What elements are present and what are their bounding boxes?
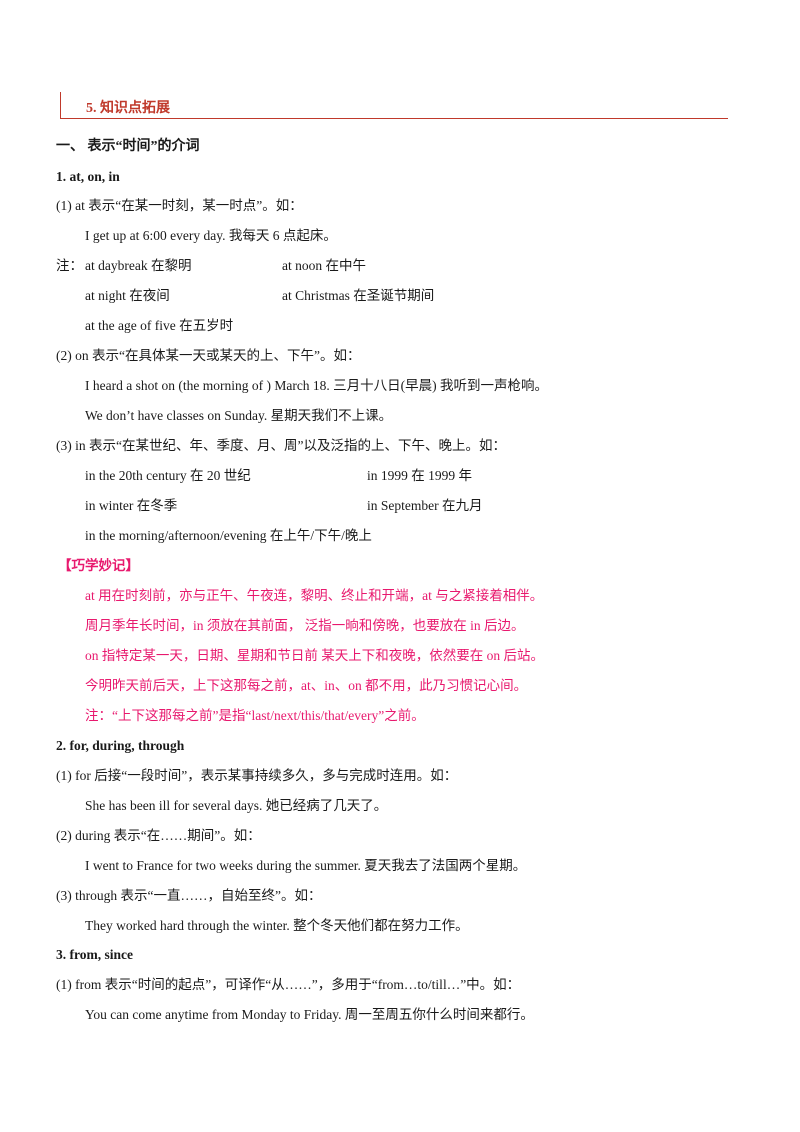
section-title: 一、 表示“时间”的介词	[56, 139, 200, 154]
example-for: She has been ill for several days. 她已经病了…	[85, 798, 388, 813]
example-at: I get up at 6:00 every day. 我每天 6 点起床。	[85, 228, 337, 243]
heading-at-on-in: 1. at, on, in	[56, 169, 120, 184]
example-on-1: I heard a shot on (the morning of ) Marc…	[85, 378, 549, 393]
example-in-year: in 1999 在 1999 年	[367, 468, 473, 483]
header-accent-bar	[60, 92, 61, 118]
note-label: 注：	[56, 258, 83, 273]
rule-at: (1) at 表示“在某一时刻，某一时点”。如：	[56, 198, 303, 213]
example-in-winter: in winter 在冬季	[85, 498, 178, 513]
note-christmas: at Christmas 在圣诞节期间	[282, 288, 435, 303]
tip-line-2: 周月季年长时间，in 须放在其前面， 泛指一晌和傍晚，也要放在 in 后边。	[85, 618, 525, 633]
example-in-morning: in the morning/afternoon/evening 在上午/下午/…	[85, 528, 372, 543]
heading-for-during-through: 2. for, during, through	[56, 738, 185, 753]
header-rule	[60, 118, 728, 119]
example-in-september: in September 在九月	[367, 498, 483, 513]
example-during: I went to France for two weeks during th…	[85, 858, 527, 873]
note-age: at the age of five 在五岁时	[85, 318, 234, 333]
section-header-title: 5. 知识点拓展	[86, 101, 170, 116]
tip-line-1: at 用在时刻前，亦与正午、午夜连，黎明、终止和开端，at 与之紧接着相伴。	[85, 588, 544, 603]
rule-for: (1) for 后接“一段时间”，表示某事持续多久，多与完成时连用。如：	[56, 768, 458, 783]
note-daybreak: at daybreak 在黎明	[85, 258, 192, 273]
heading-from-since: 3. from, since	[56, 947, 133, 962]
rule-on: (2) on 表示“在具体某一天或某天的上、下午”。如：	[56, 348, 361, 363]
tip-line-3: on 指特定某一天，日期、星期和节日前 某天上下和夜晚，依然要在 on 后站。	[85, 648, 544, 663]
note-night: at night 在夜间	[85, 288, 170, 303]
example-through: They worked hard through the winter. 整个冬…	[85, 918, 469, 933]
tip-title: 【巧学妙记】	[58, 558, 139, 573]
rule-from: (1) from 表示“时间的起点”，可译作“从……”，多用于“from…to/…	[56, 977, 521, 992]
tip-note: 注：“上下这那每之前”是指“last/next/this/that/every”…	[85, 708, 425, 723]
rule-through: (3) through 表示“一直……，自始至终”。如：	[56, 888, 322, 903]
example-from: You can come anytime from Monday to Frid…	[85, 1007, 534, 1022]
rule-in: (3) in 表示“在某世纪、年、季度、月、周”以及泛指的上、下午、晚上。如：	[56, 438, 506, 453]
rule-during: (2) during 表示“在……期间”。如：	[56, 828, 261, 843]
example-in-century: in the 20th century 在 20 世纪	[85, 468, 251, 483]
example-on-2: We don’t have classes on Sunday. 星期天我们不上…	[85, 408, 393, 423]
note-noon: at noon 在中午	[282, 258, 366, 273]
tip-line-4: 今明昨天前后天，上下这那每之前，at、in、on 都不用，此乃习惯记心间。	[85, 678, 528, 693]
